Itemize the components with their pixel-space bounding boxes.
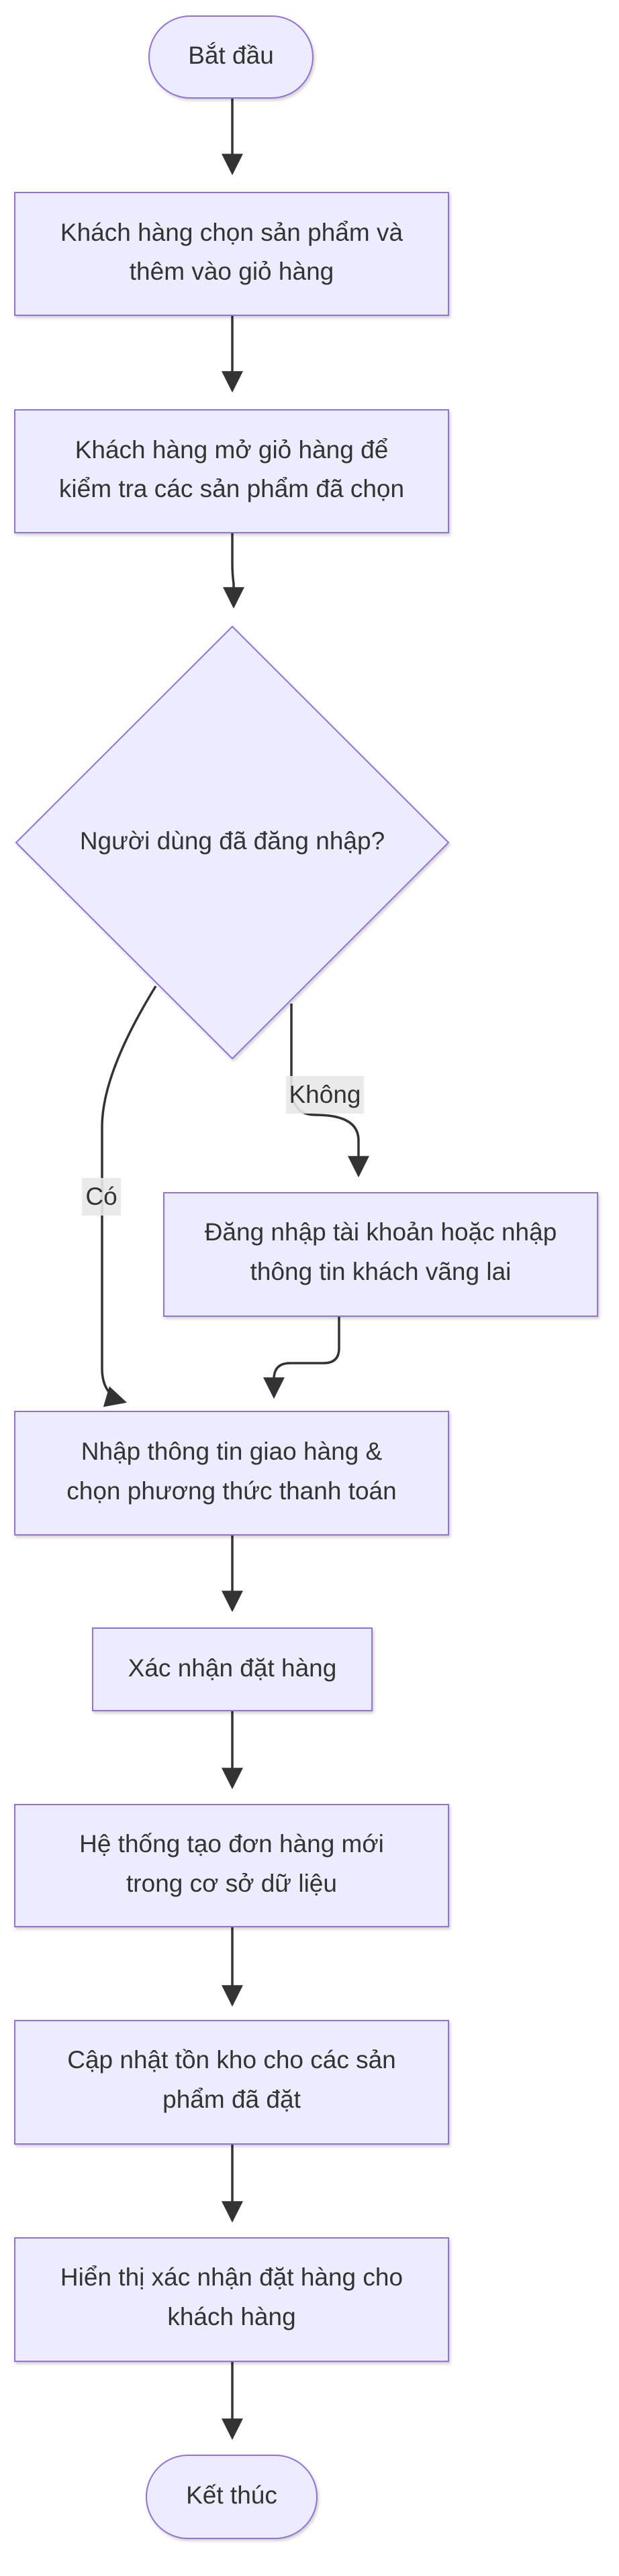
- node-shipping-line-2: chọn phương thức thanh toán: [66, 1477, 396, 1505]
- node-decision-logged-in: Người dùng đã đăng nhập?: [15, 625, 450, 1060]
- node-create-order-line-1: Hệ thống tạo đơn hàng mới: [79, 1830, 384, 1858]
- node-show-confirmation: Hiển thị xác nhận đặt hàng cho khách hàn…: [14, 2237, 449, 2362]
- node-create-order: Hệ thống tạo đơn hàng mới trong cơ sở dữ…: [14, 1804, 449, 1927]
- node-open-cart-line-1: Khách hàng mở giỏ hàng để: [75, 436, 389, 464]
- node-login: Đăng nhập tài khoản hoặc nhập thông tin …: [163, 1192, 598, 1317]
- node-update-stock-line-1: Cập nhật tồn kho cho các sản: [67, 2046, 396, 2074]
- node-create-order-line-2: trong cơ sở dữ liệu: [126, 1870, 337, 1897]
- node-select-products: Khách hàng chọn sản phẩm và thêm vào giỏ…: [14, 192, 449, 316]
- node-show-confirmation-line-2: khách hàng: [167, 2303, 295, 2330]
- node-open-cart: Khách hàng mở giỏ hàng để kiểm tra các s…: [14, 409, 449, 533]
- node-open-cart-line-2: kiểm tra các sản phẩm đã chọn: [59, 475, 404, 502]
- node-shipping-line-1: Nhập thông tin giao hàng &: [81, 1438, 383, 1465]
- node-select-products-line-2: thêm vào giỏ hàng: [130, 258, 334, 285]
- edge-open-cart-to-decision: [223, 533, 244, 609]
- node-login-line-1: Đăng nhập tài khoản hoặc nhập: [205, 1218, 557, 1246]
- edge-decision-yes-to-shipping: [101, 985, 157, 1407]
- node-end: Kết thúc: [146, 2455, 318, 2539]
- node-confirm-text: Xác nhận đặt hàng: [128, 1654, 337, 1682]
- node-start: Bắt đầu: [148, 15, 314, 99]
- node-select-products-line-1: Khách hàng chọn sản phẩm và: [60, 219, 403, 246]
- node-decision-logged-in-text: Người dùng đã đăng nhập?: [80, 827, 385, 855]
- edge-login-to-shipping: [263, 1316, 340, 1399]
- node-show-confirmation-line-1: Hiển thị xác nhận đặt hàng cho: [60, 2263, 403, 2291]
- node-update-stock: Cập nhật tồn kho cho các sản phẩm đã đặt: [14, 2020, 449, 2145]
- node-end-text: Kết thúc: [186, 2481, 277, 2509]
- edge-label-yes-text: Có: [85, 1183, 117, 1210]
- node-login-line-2: thông tin khách vãng lai: [250, 1258, 512, 1285]
- edge-label-no-text: Không: [289, 1081, 361, 1108]
- node-confirm: Xác nhận đặt hàng: [92, 1627, 373, 1711]
- edge-label-yes: Có: [82, 1178, 121, 1216]
- node-update-stock-line-2: phẩm đã đặt: [162, 2086, 301, 2113]
- node-shipping: Nhập thông tin giao hàng & chọn phương t…: [14, 1411, 449, 1536]
- node-start-text: Bắt đầu: [188, 42, 274, 69]
- edge-label-no: Không: [286, 1076, 364, 1114]
